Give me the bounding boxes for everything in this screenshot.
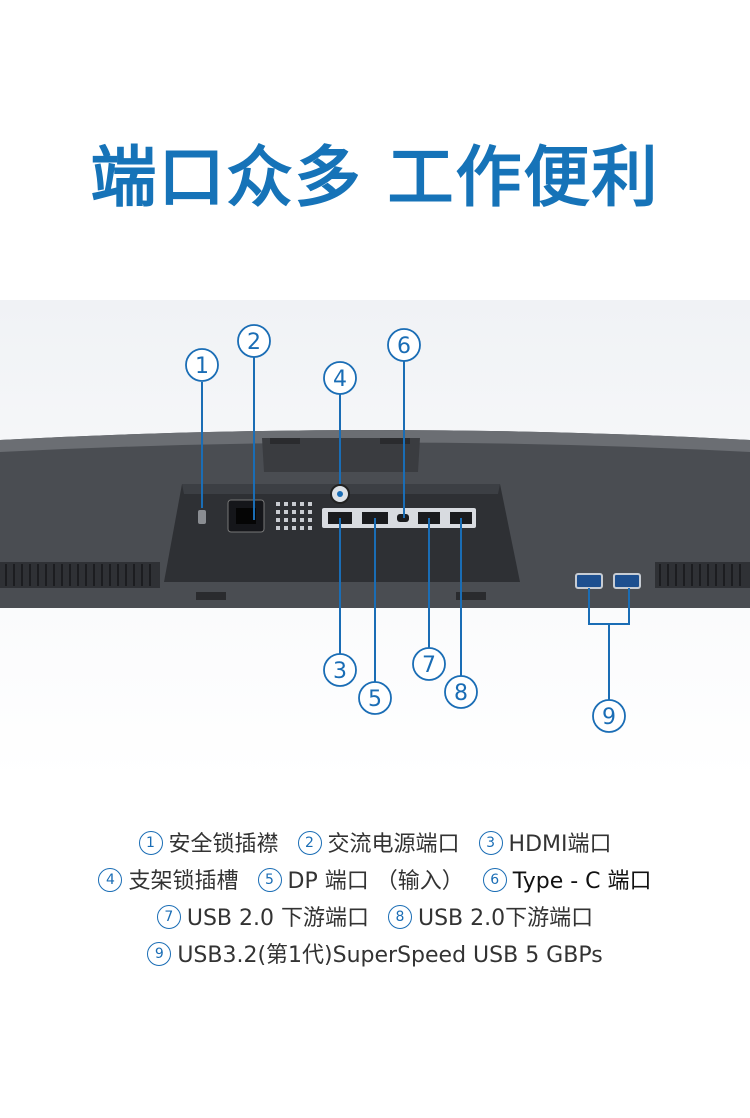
legend-label: DP 端口 （输入） xyxy=(287,869,464,894)
callout-1: 1 xyxy=(185,348,219,382)
svg-text:6: 6 xyxy=(397,334,411,359)
monitor-rear-illustration: 1 2 4 6 3 5 7 8 xyxy=(0,324,750,733)
legend-label: USB 2.0 下游端口 xyxy=(186,906,369,931)
right-vent xyxy=(655,562,750,588)
svg-text:8: 8 xyxy=(454,681,468,706)
legend-number: 6 xyxy=(482,868,507,892)
callout-7: 7 xyxy=(412,647,446,681)
legend-number: 1 xyxy=(138,831,163,855)
legend-label: USB 2.0下游端口 xyxy=(417,906,594,931)
legend-number: 4 xyxy=(98,868,123,892)
left-vent xyxy=(0,562,160,588)
legend-number: 2 xyxy=(297,831,322,855)
svg-text:9: 9 xyxy=(602,705,616,730)
legend-label: Type - C 端口 xyxy=(512,869,652,894)
legend-label: 安全锁插襟 xyxy=(168,832,279,857)
callout-5: 5 xyxy=(358,681,392,715)
legend-label: HDMI端口 xyxy=(508,832,612,857)
callout-6: 6 xyxy=(387,328,421,362)
svg-text:1: 1 xyxy=(195,354,209,379)
svg-text:3: 3 xyxy=(333,659,347,684)
legend-label: USB3.2(第1代)SuperSpeed USB 5 GBPs xyxy=(177,943,603,968)
legend-number: 9 xyxy=(147,942,172,966)
svg-text:7: 7 xyxy=(422,653,436,678)
legend-label: 交流电源端口 xyxy=(327,832,460,857)
legend-number: 3 xyxy=(478,831,503,855)
callout-4: 4 xyxy=(323,361,357,395)
callout-8: 8 xyxy=(444,675,478,709)
legend-number: 5 xyxy=(257,868,282,892)
legend-number: 8 xyxy=(387,905,412,929)
callout-3: 3 xyxy=(323,653,357,687)
svg-text:5: 5 xyxy=(368,687,382,712)
svg-text:4: 4 xyxy=(333,367,347,392)
legend-number: 7 xyxy=(156,905,181,929)
legend-label: 支架锁插槽 xyxy=(128,869,239,894)
callout-2: 2 xyxy=(237,324,271,358)
page-title: 端口众多 工作便利 xyxy=(90,139,660,216)
callout-9: 9 xyxy=(592,699,626,733)
svg-text:2: 2 xyxy=(247,330,261,355)
monitor-photo: 1 2 4 6 3 5 7 8 xyxy=(0,300,750,780)
